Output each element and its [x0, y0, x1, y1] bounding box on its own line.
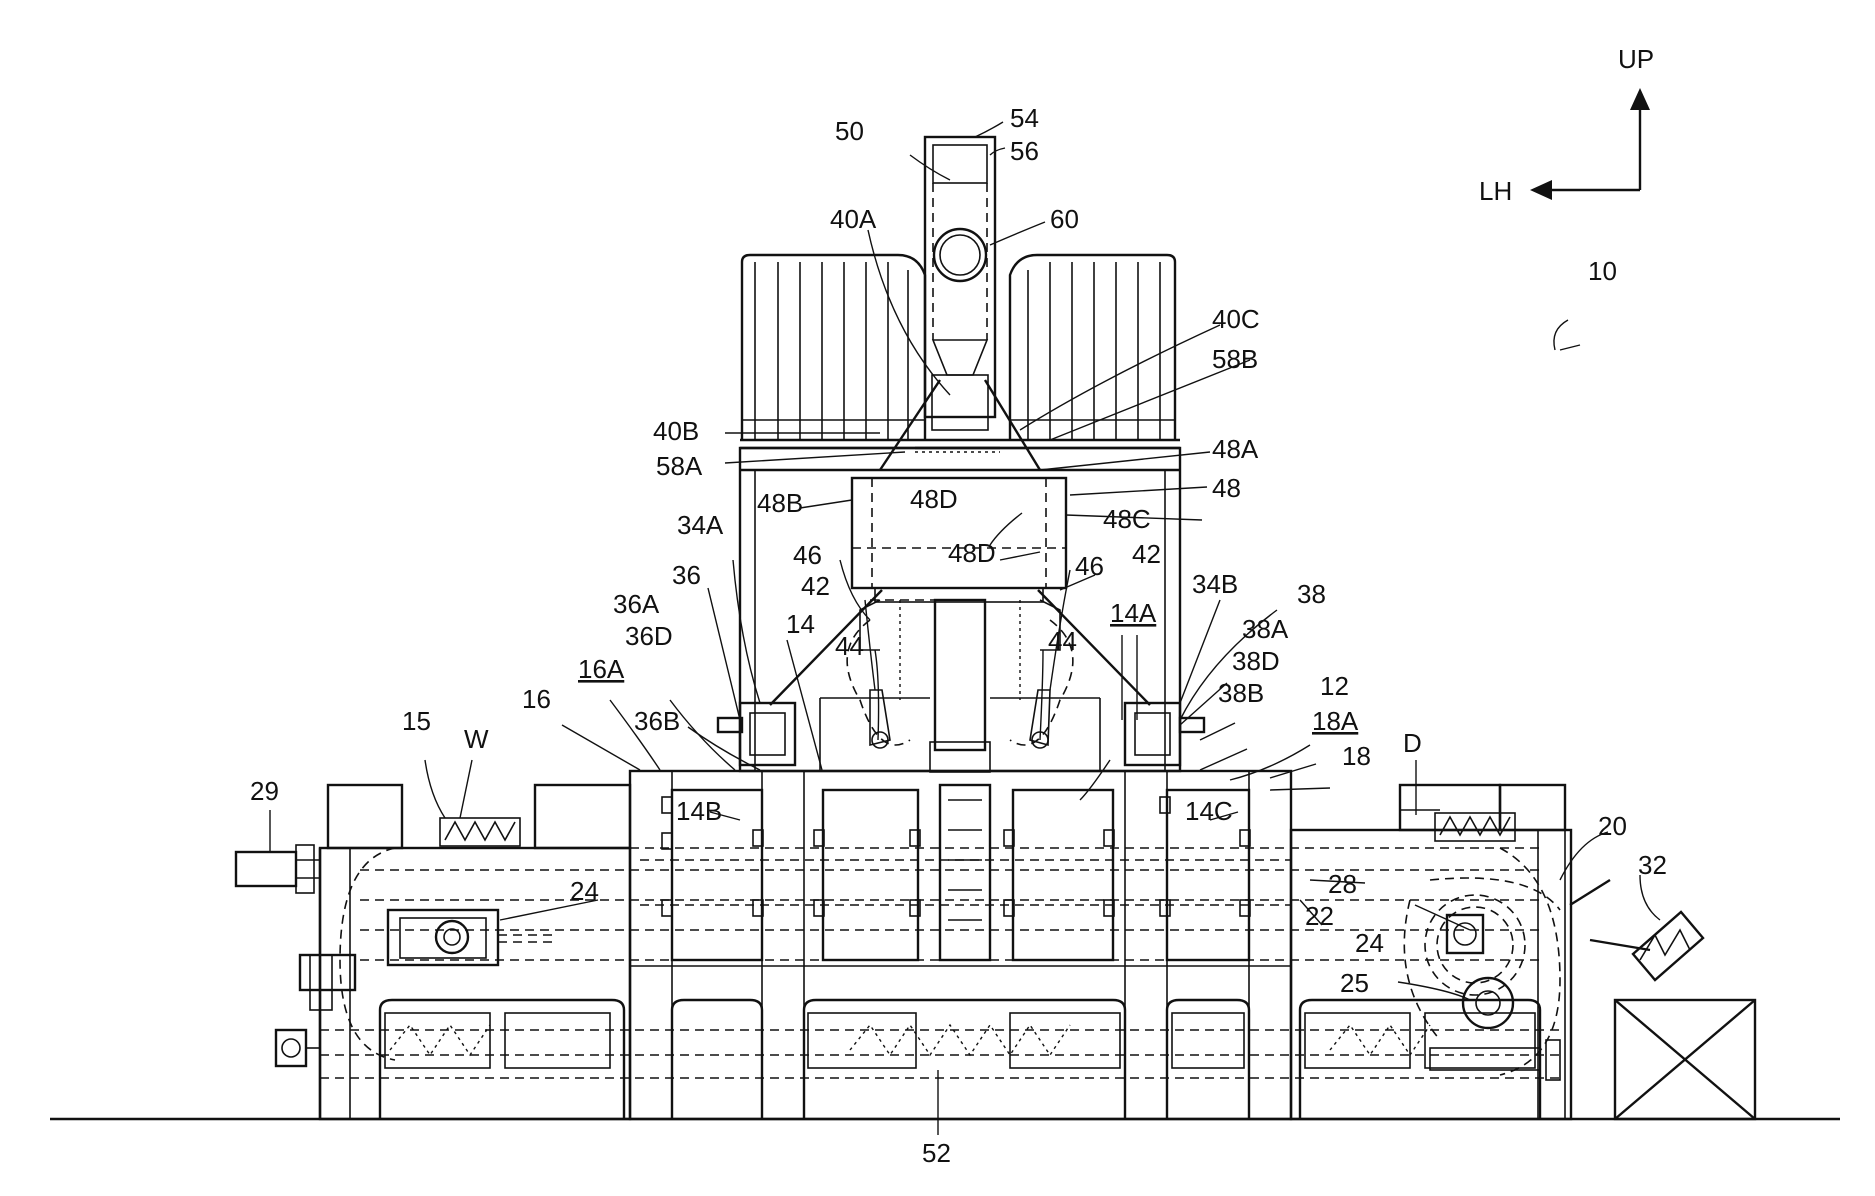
- label-lh: LH: [1479, 176, 1512, 206]
- label-14A: 14A: [1110, 598, 1157, 628]
- label-48D-b: 48D: [948, 538, 996, 568]
- label-48: 48: [1212, 473, 1241, 503]
- label-36B: 36B: [634, 706, 680, 736]
- label-42-b: 42: [1132, 539, 1161, 569]
- label-16: 16: [522, 684, 551, 714]
- left-drive-units: [236, 845, 555, 1066]
- label-14C: 14C: [1185, 796, 1233, 826]
- label-18: 18: [1342, 741, 1371, 771]
- label-48D-a: 48D: [910, 484, 958, 514]
- label-40A: 40A: [830, 204, 877, 234]
- label-15: 15: [402, 706, 431, 736]
- label-38B: 38B: [1218, 678, 1264, 708]
- label-36D: 36D: [625, 621, 673, 651]
- label-16A: 16A: [578, 654, 625, 684]
- label-56: 56: [1010, 136, 1039, 166]
- label-12: 12: [1320, 671, 1349, 701]
- label-46-a: 46: [793, 540, 822, 570]
- label-50: 50: [835, 116, 864, 146]
- label-40B: 40B: [653, 416, 699, 446]
- label-38D: 38D: [1232, 646, 1280, 676]
- label-54: 54: [1010, 103, 1039, 133]
- label-48A: 48A: [1212, 434, 1259, 464]
- label-up: UP: [1618, 44, 1654, 74]
- label-36: 36: [672, 560, 701, 590]
- label-D: D: [1403, 728, 1422, 758]
- label-48C: 48C: [1103, 504, 1151, 534]
- label-25: 25: [1340, 968, 1369, 998]
- label-58A: 58A: [656, 451, 703, 481]
- label-40C: 40C: [1212, 304, 1260, 334]
- label-29: 29: [250, 776, 279, 806]
- label-48B: 48B: [757, 488, 803, 518]
- label-28: 28: [1328, 869, 1357, 899]
- label-34A: 34A: [677, 510, 724, 540]
- label-38A: 38A: [1242, 614, 1289, 644]
- outlet-crate: [1615, 1000, 1755, 1119]
- exhaust-stack: [915, 137, 1000, 452]
- guard-rails: [740, 255, 1180, 448]
- side-units: [718, 703, 1204, 765]
- label-24-a: 24: [570, 876, 599, 906]
- label-44-b: 44: [1048, 626, 1077, 656]
- label-20: 20: [1598, 811, 1627, 841]
- label-24-b: 24: [1355, 928, 1384, 958]
- label-10: 10: [1588, 256, 1617, 286]
- lower-openings: [380, 1000, 1540, 1119]
- label-52: 52: [922, 1138, 951, 1168]
- label-44-a: 44: [835, 631, 864, 661]
- label-32: 32: [1638, 850, 1667, 880]
- label-14: 14: [786, 609, 815, 639]
- label-46-b: 46: [1075, 551, 1104, 581]
- label-58B: 58B: [1212, 344, 1258, 374]
- label-22: 22: [1305, 901, 1334, 931]
- label-38: 38: [1297, 579, 1326, 609]
- label-34B: 34B: [1192, 569, 1238, 599]
- label-42-a: 42: [801, 571, 830, 601]
- label-14B: 14B: [676, 796, 722, 826]
- label-60: 60: [1050, 204, 1079, 234]
- right-drive-units: [1404, 878, 1560, 1080]
- label-W: W: [464, 724, 489, 754]
- direction-indicator: [1530, 88, 1650, 200]
- label-36A: 36A: [613, 589, 660, 619]
- label-18A: 18A: [1312, 706, 1359, 736]
- exit-chute: [1570, 880, 1703, 980]
